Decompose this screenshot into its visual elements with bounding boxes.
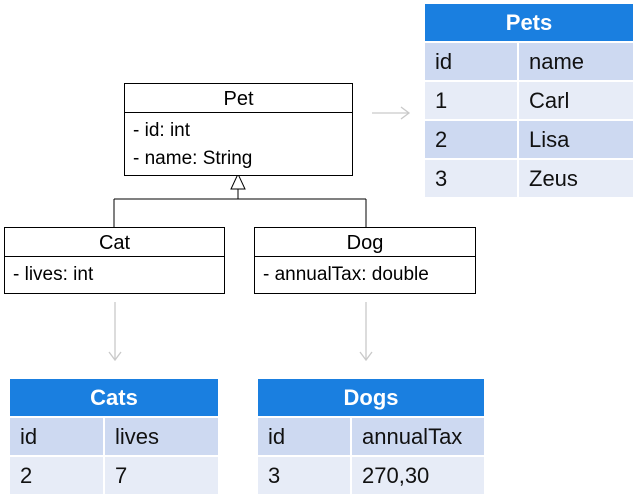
uml-attribute-list: - lives: int <box>5 257 224 289</box>
uml-class-pet: Pet - id: int - name: String <box>124 83 353 176</box>
column-header: id <box>425 41 519 81</box>
table-row: 3 270,30 <box>258 455 484 494</box>
table-header-row: id name <box>425 41 634 81</box>
uml-class-cat: Cat - lives: int <box>4 227 225 294</box>
uml-class-dog: Dog - annualTax: double <box>254 227 476 294</box>
uml-class-name: Cat <box>5 228 224 257</box>
table-cell: Lisa <box>518 119 634 159</box>
table-cell: 7 <box>104 455 218 494</box>
uml-attribute-list: - id: int - name: String <box>125 113 352 173</box>
inheritance-arrowhead-icon <box>230 172 246 190</box>
pets-table: Pets id name 1 Carl 2 Lisa 3 Zeus <box>425 4 634 197</box>
column-header: id <box>258 416 352 456</box>
dogs-table: Dogs id annualTax 3 270,30 <box>258 379 484 494</box>
table-title: Cats <box>10 379 218 417</box>
table-cell: 2 <box>10 455 105 494</box>
table-cell: 270,30 <box>351 455 484 494</box>
column-header: id <box>10 416 105 456</box>
table-title-row: Pets <box>425 4 634 42</box>
table-header-row: id annualTax <box>258 416 484 456</box>
table-cell: 2 <box>425 119 519 159</box>
table-title-row: Cats <box>10 379 218 417</box>
table-row: 3 Zeus <box>425 158 634 197</box>
uml-class-name: Pet <box>125 84 352 113</box>
table-cell: 3 <box>425 158 519 197</box>
table-header-row: id lives <box>10 416 218 456</box>
uml-attribute-list: - annualTax: double <box>255 257 475 289</box>
uml-attribute: - lives: int <box>13 264 94 285</box>
pet-to-pets-arrow-icon <box>372 106 411 120</box>
table-cell: Zeus <box>518 158 634 197</box>
table-row: 1 Carl <box>425 80 634 120</box>
dog-to-dogs-arrow-icon <box>359 302 373 362</box>
table-row: 2 7 <box>10 455 218 494</box>
uml-attribute: - id: int <box>133 120 191 141</box>
uml-class-name: Dog <box>255 228 475 257</box>
cats-table: Cats id lives 2 7 <box>10 379 218 494</box>
column-header: annualTax <box>351 416 484 456</box>
table-cell: 3 <box>258 455 352 494</box>
cat-to-cats-arrow-icon <box>108 302 122 362</box>
table-cell: 1 <box>425 80 519 120</box>
inheritance-connector <box>113 172 367 227</box>
table-row: 2 Lisa <box>425 119 634 159</box>
table-title: Dogs <box>258 379 484 417</box>
table-title-row: Dogs <box>258 379 484 417</box>
column-header: name <box>518 41 634 81</box>
table-cell: Carl <box>518 80 634 120</box>
uml-attribute: - annualTax: double <box>263 264 429 285</box>
mapping-arrows <box>108 106 411 362</box>
column-header: lives <box>104 416 218 456</box>
uml-attribute: - name: String <box>133 148 253 169</box>
table-title: Pets <box>425 4 634 42</box>
